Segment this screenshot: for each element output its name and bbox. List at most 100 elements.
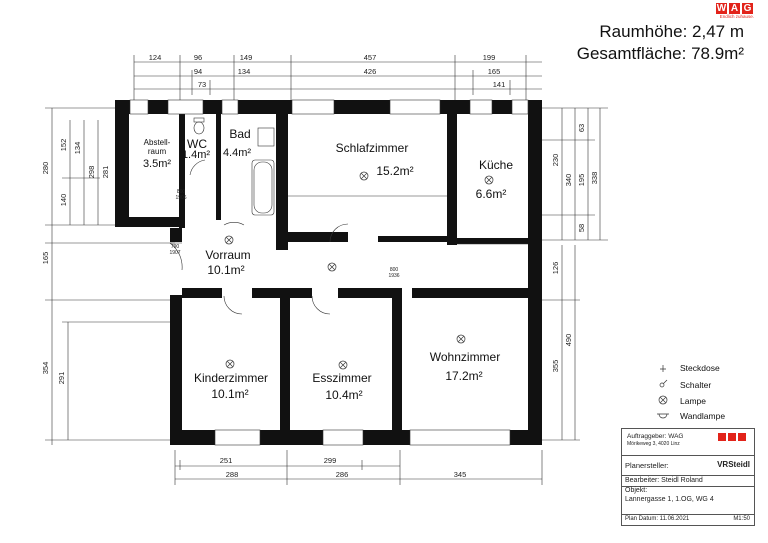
legend-lamp: Lampe: [680, 396, 706, 406]
planner-label: Planersteller:: [625, 461, 669, 470]
logo-tagline: Endlich zuhause.: [719, 14, 754, 19]
kinder-area: 10.1m²: [211, 387, 248, 401]
plan-date: Plan Datum: 11.06.2021: [625, 516, 690, 522]
object-value: Lannergasse 1, 1.OG, WG 4: [625, 496, 714, 503]
dim-top-1: 124: [149, 53, 162, 62]
client-label: Auftraggeber: WAG: [627, 433, 684, 440]
dim-left-6: 140: [59, 194, 68, 207]
dim-bottom-3: 288: [226, 470, 239, 479]
abstell-name: Abstell-raum: [144, 138, 171, 156]
dimension-lines-right: [540, 107, 608, 441]
dim-left-4: 298: [87, 166, 96, 179]
door-swings: [169, 159, 349, 315]
wohn-area: 17.2m²: [445, 369, 482, 383]
kinder-name: Kinderzimmer: [194, 371, 268, 385]
dim-top-11: 141: [493, 80, 506, 89]
dim-top-4: 457: [364, 53, 377, 62]
lamp-icon: [658, 395, 668, 405]
lamp-icon: [456, 334, 466, 344]
lamp-icon: [484, 175, 494, 185]
dim-left-2: 152: [59, 139, 68, 152]
dim-right-2: 230: [551, 154, 560, 167]
lamp-icon: [327, 262, 337, 272]
legend-icons: [657, 365, 669, 419]
ess-name: Esszimmer: [312, 371, 371, 385]
logo-letter-w: W: [716, 3, 727, 14]
dim-left-8: 354: [41, 362, 50, 375]
lamp-icon: [359, 171, 369, 181]
dim-right-1: 63: [577, 124, 586, 132]
planner-logo: VRSteidl: [717, 460, 750, 469]
dim-right-5: 338: [590, 172, 599, 185]
dimension-labels-left: 280 152 134 298 281 140 165 354 291: [41, 139, 110, 385]
dim-right-8: 490: [564, 334, 573, 347]
dim-top-3: 149: [240, 53, 253, 62]
dim-left-5: 281: [101, 166, 110, 179]
dim-top-7: 134: [238, 67, 251, 76]
wag-logo: W A G Endlich zuhause.: [716, 3, 754, 19]
dim-left-3: 134: [73, 142, 82, 155]
tb-logo: [718, 433, 748, 443]
wohn-name: Wohnzimmer: [430, 350, 500, 364]
dim-top-6: 94: [194, 67, 202, 76]
socket-icon: [660, 365, 666, 372]
interior-lines: [288, 195, 528, 245]
dim-top-10: 73: [198, 80, 206, 89]
dim-left-1: 280: [41, 162, 50, 175]
lamp-symbols: [224, 171, 494, 370]
dim-right-3: 340: [564, 174, 573, 187]
dim-left-9: 291: [57, 372, 66, 385]
wc-area: 1.4m²: [182, 149, 210, 161]
legend-wall-lamp: Wandlampe: [680, 411, 726, 421]
windows: [129, 99, 529, 446]
lamp-icon: [225, 359, 235, 369]
dimension-labels-right: 63 230 340 195 338 58 126 490 355: [551, 124, 599, 372]
vorraum-name: Vorraum: [205, 248, 250, 262]
switch-icon: [659, 379, 668, 388]
schlaf-name: Schlafzimmer: [336, 141, 409, 155]
dimension-lines-bottom: [174, 450, 543, 485]
dim-right-6: 58: [577, 224, 586, 232]
editor: Bearbeiter: Steidl Roland: [625, 477, 703, 484]
abstell-area: 3.5m²: [143, 158, 171, 170]
dimension-lines-left: [45, 107, 175, 445]
dim-right-9: 355: [551, 360, 560, 373]
ess-area: 10.4m²: [325, 388, 362, 402]
logo-letter-g: G: [742, 3, 753, 14]
dim-bottom-5: 345: [454, 470, 467, 479]
dim-top-2: 96: [194, 53, 202, 62]
bathroom-fixtures: [193, 117, 275, 216]
dimension-labels-bottom: 251 299 288 286 345: [220, 456, 467, 479]
legend-socket: Steckdose: [680, 363, 720, 373]
object-label: Objekt:: [625, 487, 648, 494]
dim-bottom-4: 286: [336, 470, 349, 479]
wall-lamp-icon: [657, 413, 669, 419]
dim-right-7: 126: [551, 262, 560, 275]
lamp-icon: [224, 235, 234, 245]
ceiling-height: Raumhöhe: 2,47 m: [599, 22, 744, 41]
schlaf-area: 15.2m²: [376, 164, 413, 178]
legend-switch: Schalter: [680, 380, 712, 390]
dimension-lines-top: [133, 55, 542, 100]
room-labels: Abstell-raum 3.5m² WC 1.4m² Bad 4.4m² Sc…: [143, 127, 513, 402]
wc-name: WC: [187, 137, 207, 151]
dimension-labels-top: 124 96 149 457 199 94 134 426 165 73 141: [149, 53, 506, 89]
kueche-area: 6.6m²: [476, 187, 507, 201]
client-address: Mörikeweg 3, 4020 Linz: [627, 441, 680, 447]
plan-scale: M1:50: [733, 516, 750, 522]
dim-top-9: 165: [488, 67, 501, 76]
dim-bottom-2: 299: [324, 456, 337, 465]
dim-top-5: 199: [483, 53, 496, 62]
bad-name: Bad: [229, 127, 250, 141]
dim-top-8: 426: [364, 67, 377, 76]
dim-bottom-1: 251: [220, 456, 233, 465]
vorraum-area: 10.1m²: [207, 263, 244, 277]
bad-area: 4.4m²: [223, 147, 251, 159]
logo-letter-a: A: [729, 3, 740, 14]
lamp-icon: [338, 360, 348, 370]
